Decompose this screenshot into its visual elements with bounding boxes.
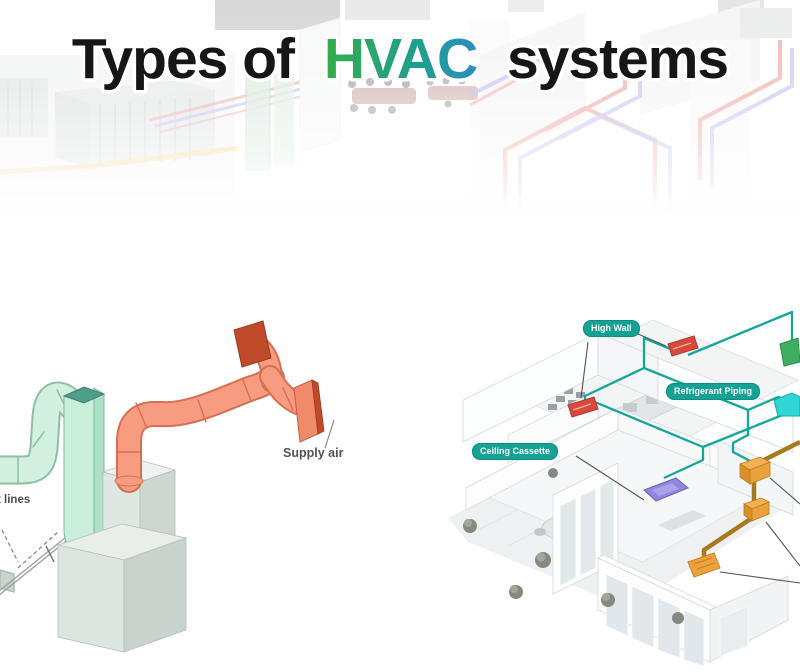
front-glass-block [597, 554, 789, 667]
bushes [463, 468, 684, 624]
title-text: Types of HVAC systems [72, 27, 728, 91]
title-highlight-hvac: HVAC [324, 27, 477, 91]
title-part1: Types of [72, 27, 296, 91]
supply-registers [233, 320, 325, 443]
cyan-indoor-unit [773, 392, 800, 417]
green-indoor-unit [779, 337, 800, 367]
ceiling-cassette-unit [643, 477, 689, 502]
supply-air-leader-line [324, 419, 335, 449]
ducted-system-figure [0, 320, 335, 653]
title-part2: systems [507, 27, 728, 91]
high-wall-unit-2 [567, 396, 599, 418]
refrigerant-lines-label: t lines [0, 494, 31, 506]
orange-duct-unit-2 [743, 497, 770, 522]
orange-duct-unit-1 [739, 456, 771, 485]
orange-floor-vent [687, 552, 721, 578]
hero-banner: Types of HVAC systems [0, 0, 800, 230]
white-fade-overlay [0, 0, 800, 230]
ceiling-cassette-badge: Ceiling Cassette [472, 443, 559, 460]
refrigerant-piping-badge: Refrigerant Piping [666, 383, 761, 400]
unit-base [56, 523, 188, 653]
sofa [658, 510, 706, 531]
page-title: Types of HVAC systems [68, 24, 732, 95]
supply-air-label: Supply air [283, 446, 344, 460]
high-wall-unit-1 [667, 335, 699, 357]
high-wall-badge: High Wall [583, 320, 640, 337]
leader-lines [575, 333, 800, 584]
multi-split-house-figure [448, 310, 800, 667]
